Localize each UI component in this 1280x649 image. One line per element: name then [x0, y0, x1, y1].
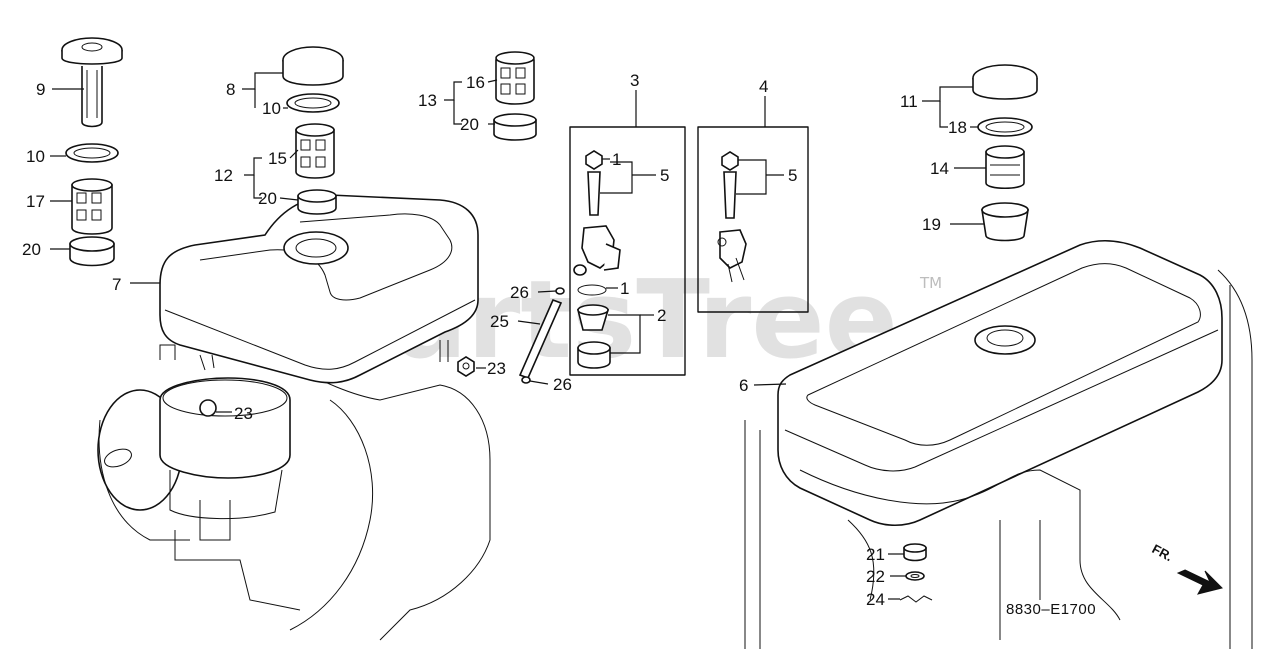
- callout-26: 26: [510, 283, 529, 302]
- callout-10: 10: [262, 99, 281, 118]
- callout-6: 6: [739, 376, 748, 395]
- second-cap-assembly: [282, 46, 344, 215]
- nuts: [457, 356, 475, 377]
- callout-20: 20: [460, 115, 479, 134]
- callout-19: 19: [922, 215, 941, 234]
- callout-26: 26: [553, 375, 572, 394]
- fuel-tube: [518, 287, 565, 384]
- callout-20: 20: [22, 240, 41, 259]
- callout-9: 9: [36, 80, 45, 99]
- callout-4: 4: [759, 77, 768, 96]
- drawing-code: 8830–E1700: [1006, 601, 1096, 618]
- callout-23: 23: [487, 359, 506, 378]
- callout-13: 13: [418, 91, 437, 110]
- fuel-valve-assembly-3: [569, 126, 686, 376]
- fr-label: FR.: [1150, 541, 1176, 564]
- callout-24: 24: [866, 590, 885, 609]
- drain-hardware: [899, 543, 933, 603]
- front-direction-arrow: FR.: [1150, 541, 1223, 595]
- callout-5: 5: [788, 166, 797, 185]
- callout-17: 17: [26, 192, 45, 211]
- trademark: TM: [919, 274, 942, 292]
- fuel-valve-assembly-4: [697, 126, 809, 313]
- callout-22: 22: [866, 567, 885, 586]
- callout-3: 3: [630, 71, 639, 90]
- callout-15: 15: [268, 149, 287, 168]
- callout-16: 16: [466, 73, 485, 92]
- callout-12: 12: [214, 166, 233, 185]
- strainer-assembly-13: [493, 51, 537, 141]
- callout-10: 10: [26, 147, 45, 166]
- callout-14: 14: [930, 159, 949, 178]
- left-cap-assembly: [61, 37, 123, 267]
- right-fuel-tank: [744, 239, 1253, 649]
- left-engine: [97, 340, 491, 641]
- callout-8: 8: [226, 80, 235, 99]
- left-fuel-tank: [159, 194, 479, 384]
- callout-21: 21: [866, 545, 885, 564]
- callout-2: 2: [657, 306, 666, 325]
- callout-20: 20: [258, 189, 277, 208]
- leader-lines: [50, 72, 986, 600]
- callout-numbers: 9 10 17 20 7 8 10 12 15 20 13 16 20 3 1 …: [22, 71, 967, 609]
- callout-5: 5: [660, 166, 669, 185]
- callout-23: 23: [234, 404, 253, 423]
- callout-11: 11: [900, 92, 918, 111]
- callout-25: 25: [490, 312, 509, 331]
- callout-18: 18: [948, 118, 967, 137]
- callout-1: 1: [612, 150, 621, 169]
- callout-7: 7: [112, 275, 121, 294]
- right-cap-assembly: [972, 64, 1038, 242]
- callout-1: 1: [620, 279, 629, 298]
